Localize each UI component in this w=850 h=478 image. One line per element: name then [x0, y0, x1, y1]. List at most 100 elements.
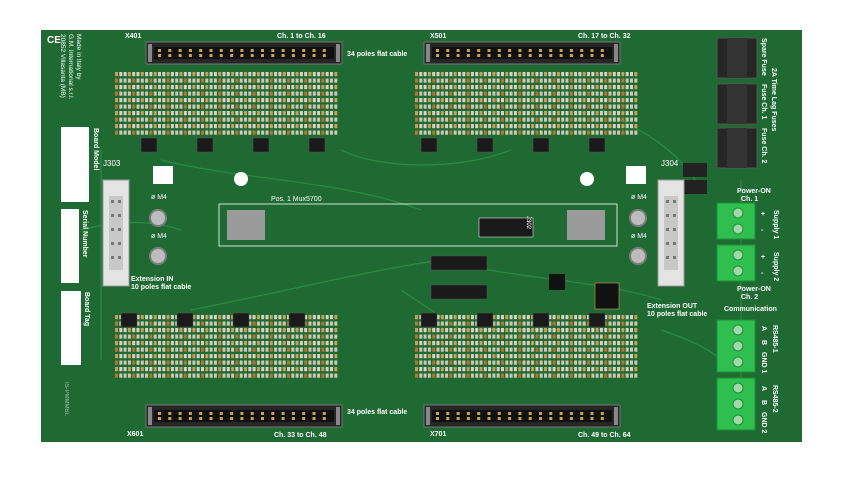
smd-part [531, 124, 535, 129]
j303-pin [111, 256, 114, 259]
smd-part [299, 354, 303, 359]
smd-part [561, 354, 565, 359]
x501-pin [497, 54, 501, 57]
smd-part [179, 111, 183, 116]
smd-part [188, 104, 192, 109]
smd-part [244, 360, 247, 365]
smd-part [612, 72, 616, 77]
smd-part [513, 315, 517, 320]
smd-part [325, 104, 329, 109]
smd-part [475, 334, 479, 339]
smd-part [252, 124, 256, 129]
ic-chip [288, 312, 306, 328]
smd-part [205, 347, 209, 352]
smd-part [449, 367, 453, 372]
smd-part [188, 328, 192, 333]
smd-part [175, 373, 179, 378]
smd-part [470, 334, 474, 339]
module-slot-label: Pos. 1 Mux5700 [271, 196, 322, 203]
smd-part [183, 117, 187, 122]
smd-part [179, 98, 183, 103]
smd-part [299, 373, 303, 378]
smd-part [295, 373, 299, 378]
smd-part [201, 111, 204, 116]
smd-part [539, 111, 543, 116]
smd-part [634, 347, 638, 352]
x701-pin [539, 417, 542, 420]
smd-part [423, 341, 427, 346]
smd-part [244, 328, 247, 333]
smd-part [470, 130, 474, 135]
smd-part [458, 124, 461, 129]
smd-part [179, 328, 183, 333]
smd-part [565, 360, 569, 365]
smd-part [531, 91, 535, 96]
smd-part [470, 117, 474, 122]
fuse-cap [727, 84, 747, 124]
smd-part [582, 341, 586, 346]
smd-part [213, 328, 217, 333]
smd-part [222, 104, 226, 109]
smd-part [419, 341, 423, 346]
smd-part [201, 117, 204, 122]
smd-part [330, 321, 333, 326]
smd-part [170, 354, 174, 359]
smd-part [599, 347, 603, 352]
smd-part [231, 360, 235, 365]
smd-part [261, 315, 265, 320]
smd-part [544, 360, 547, 365]
smd-part [209, 78, 213, 83]
smd-part [330, 328, 333, 333]
smd-part [119, 328, 123, 333]
smd-part [630, 360, 633, 365]
smd-part [591, 347, 595, 352]
smd-part [552, 91, 556, 96]
smd-part [265, 124, 269, 129]
x601-pin [322, 417, 326, 420]
smd-part [483, 111, 487, 116]
smd-part [334, 347, 338, 352]
smd-part [496, 117, 500, 122]
smd-part [548, 91, 552, 96]
smd-part [552, 328, 556, 333]
x701-latch [614, 407, 618, 425]
smd-part [209, 85, 213, 90]
smd-part [183, 347, 187, 352]
smd-part [158, 347, 161, 352]
smd-part [183, 78, 187, 83]
x501-pin [487, 54, 491, 57]
smd-part [544, 130, 547, 135]
x701-pin [487, 412, 491, 415]
smd-part [634, 104, 638, 109]
smd-part [201, 98, 204, 103]
terminal-screw [732, 223, 744, 235]
smd-part [325, 78, 329, 83]
smd-part [269, 72, 273, 77]
smd-part [312, 328, 316, 333]
smd-part [334, 373, 338, 378]
smd-part [522, 373, 526, 378]
terminal-screw [732, 265, 744, 277]
smd-part [261, 124, 265, 129]
smd-part [599, 328, 603, 333]
smd-part [621, 354, 625, 359]
smd-part [479, 78, 483, 83]
smd-part [291, 85, 295, 90]
smd-part [304, 78, 308, 83]
smd-part [248, 91, 252, 96]
smd-part [330, 111, 333, 116]
smd-part [552, 321, 556, 326]
smd-part [518, 130, 522, 135]
smd-part [470, 347, 474, 352]
supply-2-label: Supply 2 [772, 252, 779, 282]
smd-part [312, 78, 316, 83]
smd-part [334, 367, 338, 372]
smd-part [432, 78, 436, 83]
smd-part [213, 104, 217, 109]
smd-part [256, 98, 260, 103]
smd-part [561, 334, 565, 339]
smd-part [496, 72, 500, 77]
smd-part [299, 117, 303, 122]
smd-part [145, 354, 149, 359]
smd-part [625, 91, 629, 96]
